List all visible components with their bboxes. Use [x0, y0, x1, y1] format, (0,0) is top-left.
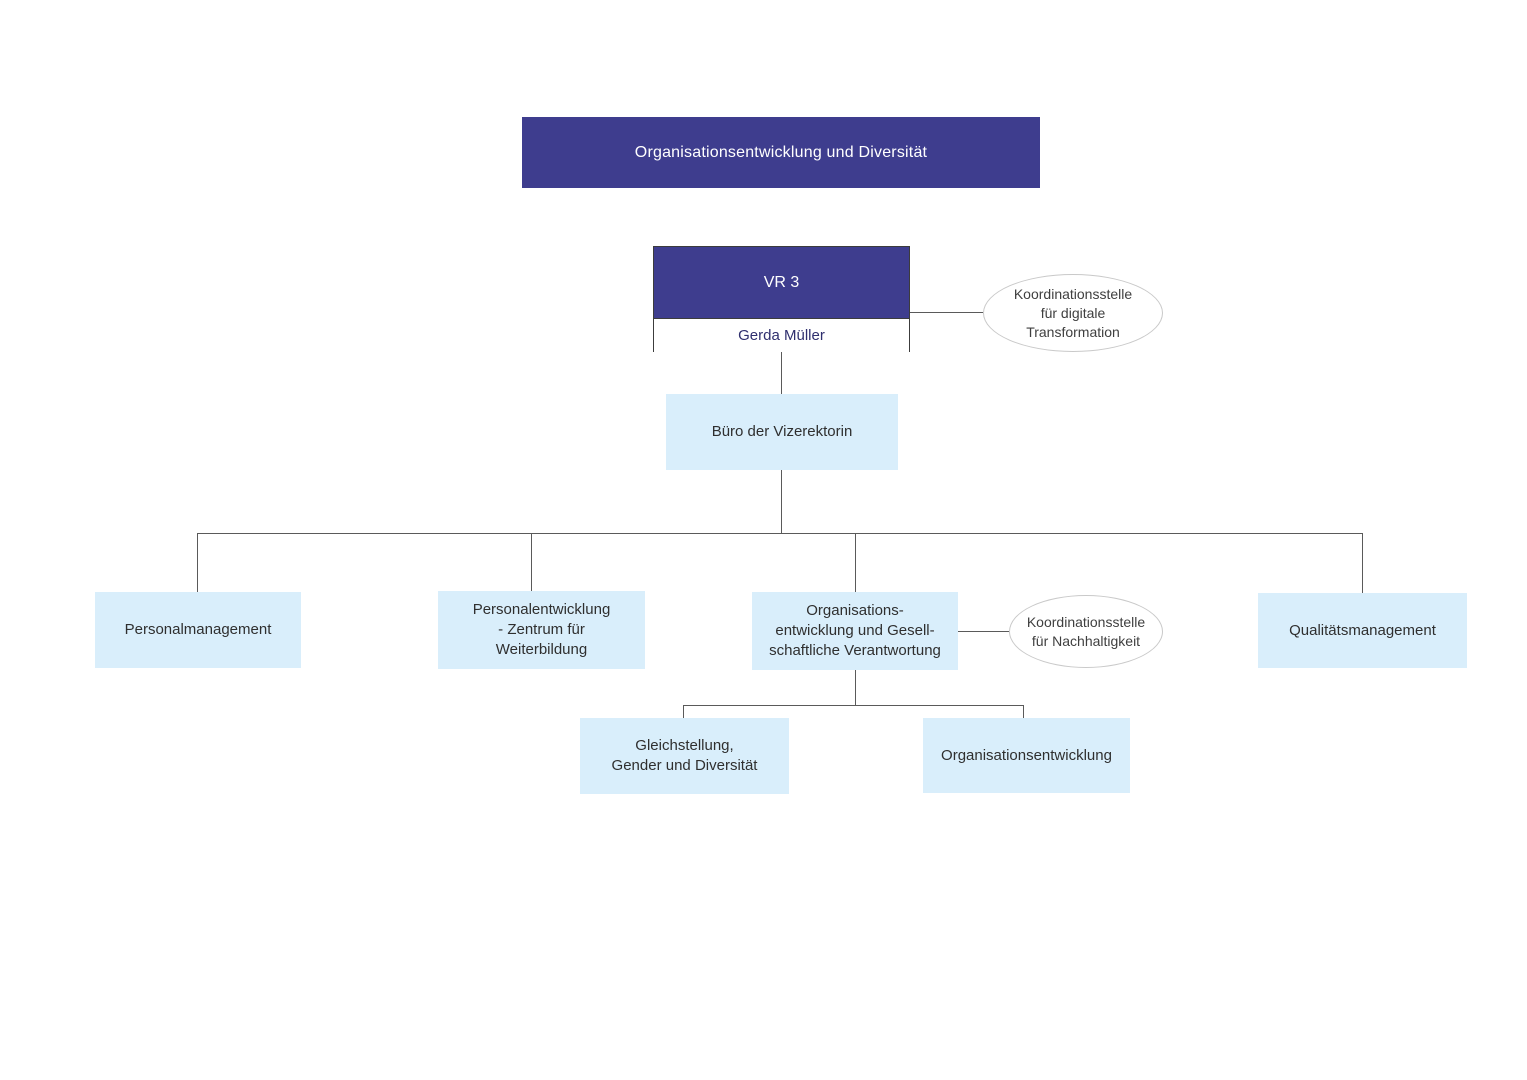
node-personnel-development-line-3: Weiterbildung [495, 641, 588, 658]
node-org-development-social-line-3: schaftliche Verantwortung [769, 642, 941, 659]
connector-drop-org-development-social [855, 533, 856, 592]
node-equality-line-1: Gleichstellung, [635, 737, 734, 754]
coordination-digital-line-3: Transformation [1026, 323, 1120, 340]
connector-root-to-office [781, 352, 782, 394]
node-org-development-social-line-1: Organisations- [806, 602, 904, 619]
connector-main-bus [197, 533, 1363, 534]
node-personnel-development: Personalentwicklung - Zentrum für Weiter… [438, 591, 645, 669]
coordination-sustainability-line-2: für Nachhaltigkeit [1031, 632, 1141, 649]
node-personnel-management-label: Personalmanagement [124, 621, 272, 638]
node-org-development-social-line-2: entwicklung und Gesell- [775, 622, 935, 639]
connector-org-to-sub-bus [855, 670, 856, 705]
node-equality-gender-diversity: Gleichstellung, Gender und Diversität [580, 718, 789, 794]
node-quality-management: Qualitätsmanagement [1258, 593, 1467, 668]
coordination-sustainability-line-1: Koordinationsstelle [1026, 613, 1146, 630]
connector-root-to-digital-note [910, 312, 983, 313]
connector-drop-org-development [1023, 705, 1024, 718]
node-org-development: Organisationsentwicklung [923, 718, 1130, 793]
node-org-development-label: Organisationsentwicklung [941, 746, 1112, 764]
node-office-label: Büro der Vizerektorin [711, 423, 853, 440]
node-vr3-title: VR 3 [654, 247, 909, 318]
coordination-digital-line-2: für digitale [1040, 304, 1106, 321]
node-equality-line-2: Gender und Diversität [611, 757, 758, 774]
node-personnel-development-line-1: Personalentwicklung [472, 601, 611, 618]
node-personnel-development-line-2: - Zentrum für [498, 621, 585, 638]
connector-org-to-sustainability-note [958, 631, 1009, 632]
chart-title-banner: Organisationsentwicklung und Diversität [522, 117, 1040, 188]
coordination-digital-line-1: Koordinationsstelle [1013, 285, 1133, 302]
node-vr3-title-label: VR 3 [763, 273, 800, 291]
node-vr3: VR 3 Gerda Müller [653, 246, 910, 352]
connector-sub-bus [683, 705, 1024, 706]
node-coordination-digital-transformation: Koordinationsstelle für digitale Transfo… [983, 274, 1163, 352]
connector-drop-equality [683, 705, 684, 718]
connector-drop-quality-management [1362, 533, 1363, 593]
chart-title: Organisationsentwicklung und Diversität [634, 143, 928, 161]
connector-office-to-bus [781, 470, 782, 533]
node-office-vice-rector: Büro der Vizerektorin [666, 394, 898, 470]
connector-drop-personnel-development [531, 533, 532, 591]
node-org-development-social: Organisations- entwicklung und Gesell- s… [752, 592, 958, 670]
node-vr3-person-label: Gerda Müller [738, 327, 825, 344]
node-personnel-management: Personalmanagement [95, 592, 301, 668]
node-quality-management-label: Qualitätsmanagement [1289, 621, 1436, 639]
node-vr3-person: Gerda Müller [654, 318, 909, 352]
node-coordination-sustainability: Koordinationsstelle für Nachhaltigkeit [1009, 595, 1163, 668]
connector-drop-personnel-management [197, 533, 198, 592]
